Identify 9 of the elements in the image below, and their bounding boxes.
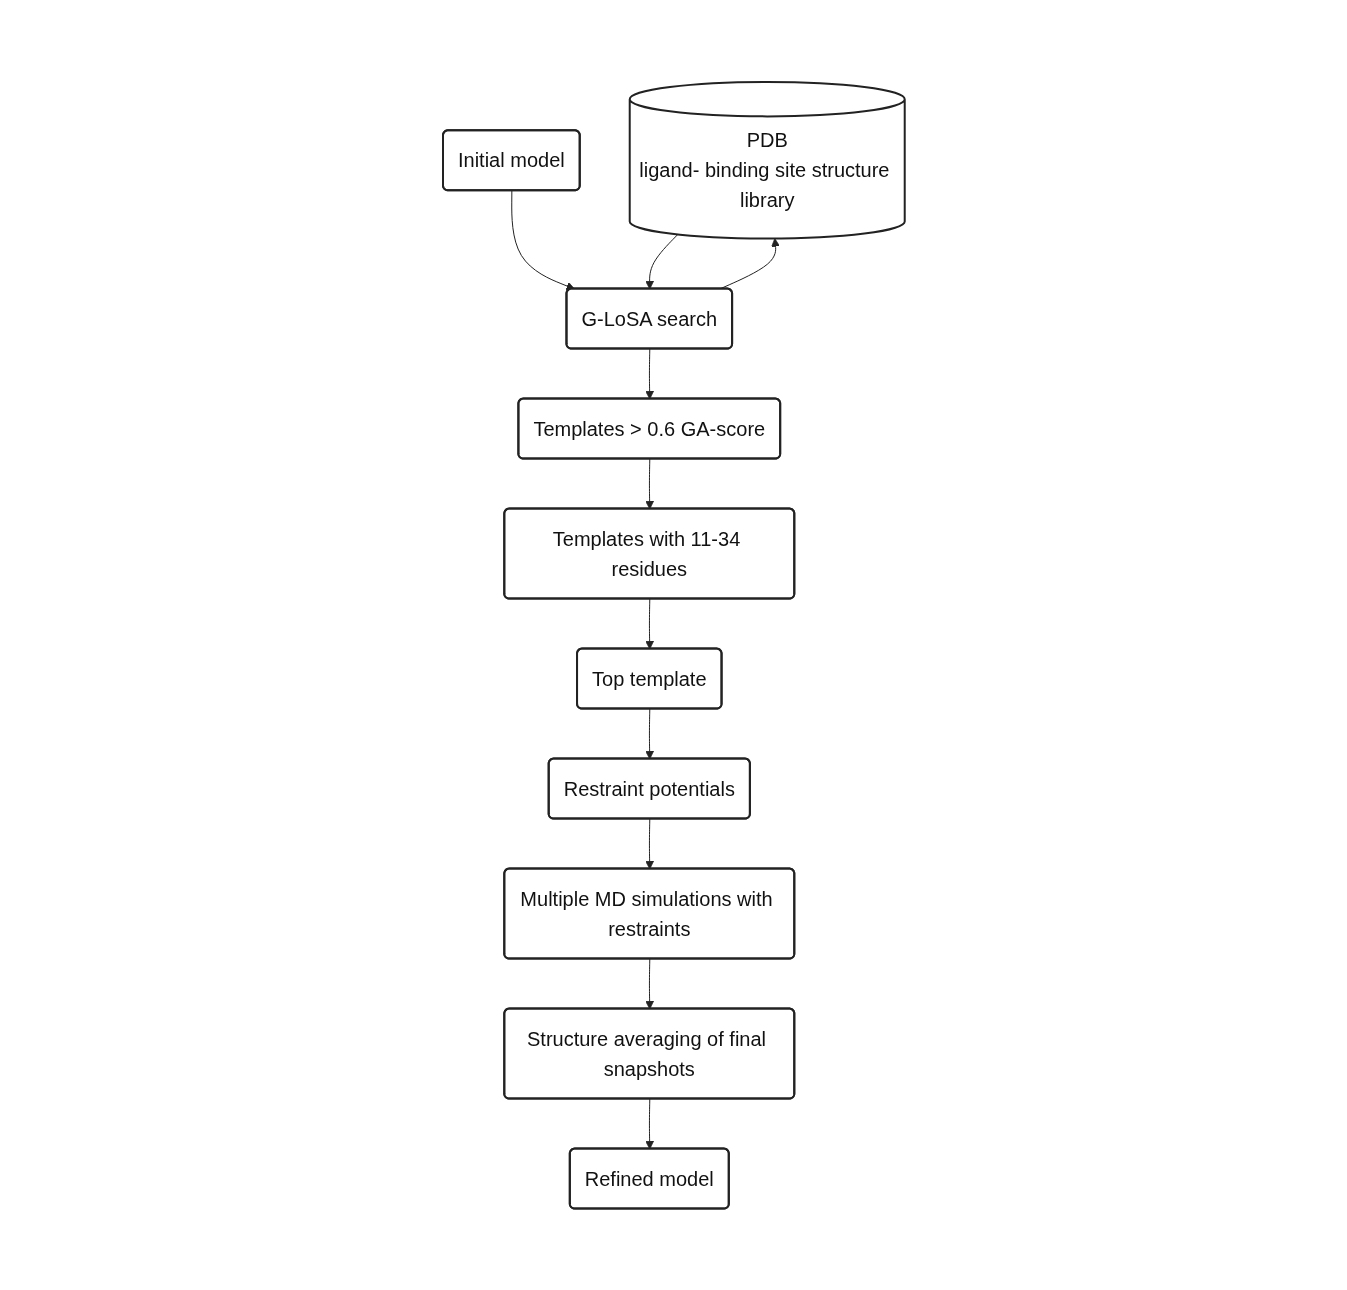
arrow — [644, 233, 678, 290]
arrow — [644, 458, 654, 510]
arrow — [644, 958, 654, 1010]
arrow — [510, 190, 575, 290]
arrow — [644, 1098, 654, 1150]
arrow — [644, 348, 654, 400]
arrow — [644, 598, 654, 650]
arrow — [644, 818, 654, 870]
arrow — [644, 708, 654, 760]
